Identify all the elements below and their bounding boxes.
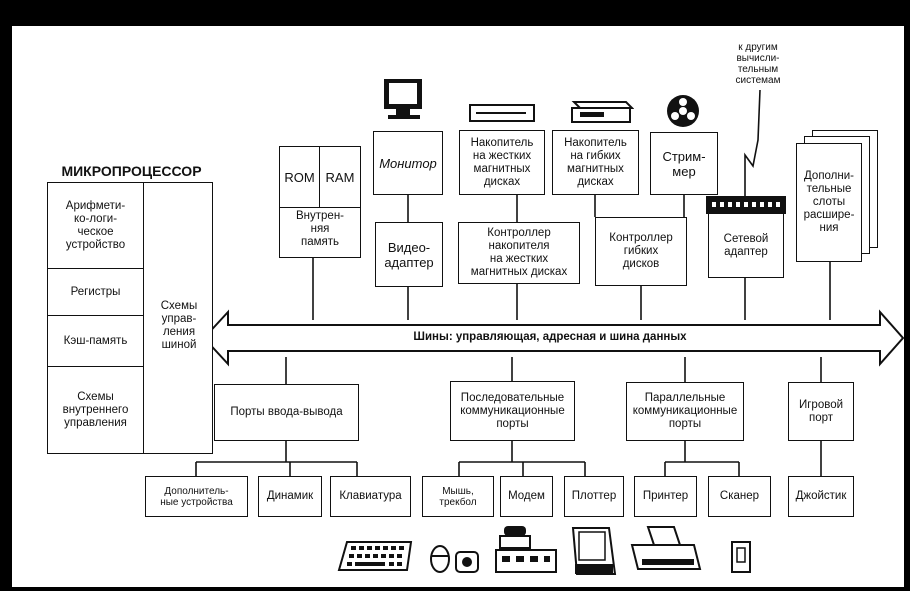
serial-ports-box: Последовательные коммуникационные порты — [450, 381, 575, 441]
fdd-controller-box: Контроллер гибких дисков — [595, 217, 687, 286]
monitor-box: Монитор — [373, 131, 443, 195]
internal-memory-label: Внутрен- няя память — [295, 210, 344, 248]
fdd-icon — [566, 98, 635, 126]
microprocessor-title: МИКРОПРОЦЕССОР — [61, 163, 202, 179]
streamer-box: Стрим- мер — [650, 132, 718, 195]
rom-box: ROM — [279, 146, 320, 208]
fdd-box: Накопитель на гибких магнитных дисках — [552, 130, 639, 195]
network-connector-icon — [706, 196, 786, 214]
speaker-box: Динамик — [258, 476, 322, 517]
mouse-icon — [428, 540, 480, 574]
keyboard-icon — [337, 536, 413, 574]
joystick-box: Джойстик — [788, 476, 854, 517]
mouse-box: Мышь, трекбол — [422, 476, 494, 517]
ram-box: RAM — [319, 146, 361, 208]
printer-icon — [628, 525, 704, 575]
io-ports-box: Порты ввода-вывода — [214, 384, 359, 441]
keyboard-box: Клавиатура — [330, 476, 411, 517]
cache-box: Кэш-память — [47, 315, 144, 367]
game-port-box: Игровой порт — [788, 382, 854, 441]
printer-box: Принтер — [634, 476, 697, 517]
modem-box: Модем — [500, 476, 553, 517]
plotter-box: Плоттер — [564, 476, 624, 517]
other-systems-label: к другим вычисли- тельным системам — [735, 42, 781, 86]
modem-icon — [492, 524, 558, 576]
bus-control-label: Схемы управ- ления шиной — [160, 300, 198, 351]
plotter-icon — [569, 524, 619, 578]
video-adapter-box: Видео- адаптер — [375, 222, 443, 287]
streamer-icon — [664, 92, 702, 130]
hdd-box: Накопитель на жестких магнитных дисках — [459, 130, 545, 195]
hdd-controller-box: Контроллер накопителя на жестких магнитн… — [458, 222, 580, 284]
hdd-icon — [468, 102, 538, 124]
parallel-ports-box: Параллельные коммуникационные порты — [626, 382, 744, 441]
bus-label: Шины: управляющая, адресная и шина данны… — [413, 331, 687, 343]
monitor-icon — [380, 77, 428, 121]
expansion-slots-box: Дополни- тельные слоты расшире- ния — [796, 143, 862, 262]
network-adapter-box: Сетевой адаптер — [708, 213, 784, 278]
alu-box: Арифмети- ко-логи- ческое устройство — [47, 182, 144, 269]
scanner-box: Сканер — [708, 476, 771, 517]
registers-box: Регистры — [47, 268, 144, 316]
internal-control-box: Схемы внутреннего управления — [47, 366, 144, 454]
joystick-icon — [730, 540, 752, 574]
extra-devices-box: Дополнитель- ные устройства — [145, 476, 248, 517]
